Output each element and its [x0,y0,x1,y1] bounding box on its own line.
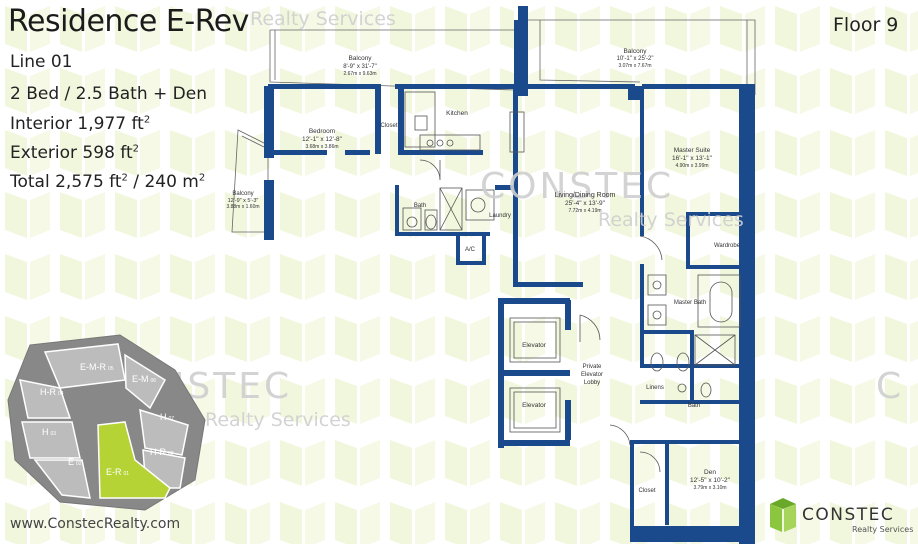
balcony-left-dims: 12'-9" x 5'-3" [228,198,259,204]
watermark-brand: CONSTEC [480,166,674,207]
elevator-1-name: Elevator [522,342,547,349]
bath-1-name: Bath [414,203,426,209]
bedroom-metric: 3.68m x 3.86m [305,144,338,150]
kitchen-name: Kitchen [446,110,468,117]
page-title: Residence E-Rev [8,4,249,39]
watermark-sub: Realty Services [205,409,351,431]
highlighted-unit [97,421,171,499]
watermark-brand-partial: C [876,366,904,407]
balcony-left-name: Balcony [232,191,253,197]
spec-exterior: Exterior 598 ft2 [10,143,140,163]
linens-name: Linens [646,385,664,391]
spec-total: Total 2,575 ft2 / 240 m2 [10,172,206,192]
lobby-line-2: Elevator [581,372,603,378]
living-name: Living/Dining Room [555,192,616,199]
balcony-right-name: Balcony [623,48,647,55]
balcony-right-dims: 10'-1" x 25'-2" [617,56,654,62]
closet-2-name: Closet [638,488,655,494]
master-name: Master Suite [674,147,711,154]
den-name: Den [704,469,716,476]
balcony-top-name: Balcony [348,55,372,62]
den-metric: 3.79m x 3.10m [693,485,726,491]
spec-interior: Interior 1,977 ft2 [10,114,151,134]
lobby-line-1: Private [583,364,602,370]
closet-1-name: Closet [380,123,397,129]
master-metric: 4.90m x 3.99m [675,163,708,169]
laundry-name: Laundry [489,213,511,219]
elevator-2-name: Elevator [522,402,547,409]
logo-brand-text: CONSTEC [802,505,894,525]
den-dims: 12'-5" x 10'-2" [690,477,731,484]
lobby-line-3: Lobby [584,380,600,386]
balcony-right-metric: 3.07m x 7.67m [618,63,651,69]
logo-sub-text: Realty Services [852,525,913,534]
balcony-top-dims: 8'-9" x 31'-7" [343,64,377,70]
bedroom-name: Bedroom [309,128,335,135]
constec-logo: CONSTEC Realty Services [770,498,913,534]
watermark-sub: Realty Services [250,8,396,30]
wardrobe-name: Wardrobe [714,243,741,249]
website-link[interactable]: www.ConstecRealty.com [10,516,181,532]
bath-2-name: Bath [688,403,700,409]
spec-beds: 2 Bed / 2.5 Bath + Den [10,84,208,104]
balcony-top-metric: 2.67m x 9.63m [343,71,376,77]
ac-name: A/C [465,247,476,253]
master-bath-name: Master Bath [674,300,706,306]
bedroom-dims: 12'-1" x 12'-8" [302,136,343,143]
living-metric: 7.72m x 4.19m [568,208,601,214]
watermark-sub: Realty Services [598,209,744,231]
balcony-left-metric: 3.88m x 1.60m [226,204,259,210]
logo-mark-icon [770,498,796,532]
master-dims: 16'-1" x 13'-1" [672,155,713,162]
spec-line: Line 01 [10,52,73,72]
living-dims: 25'-4" x 13'-9" [565,200,606,207]
room-labels: Balcony 12'-9" x 5'-3" 3.88m x 1.60m Bal… [226,48,740,494]
floor-label: Floor 9 [833,14,899,36]
